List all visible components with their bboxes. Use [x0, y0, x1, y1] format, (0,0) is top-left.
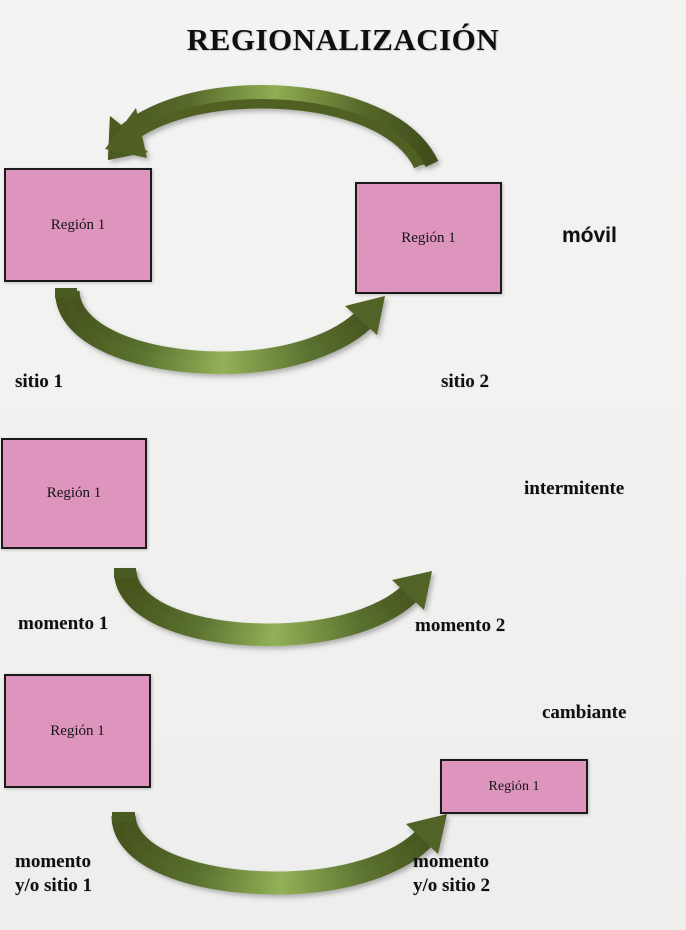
region-box-label: Región 1 [50, 722, 105, 739]
region-box-label: Región 1 [46, 485, 102, 501]
region-box-label: Región 1 [50, 216, 106, 233]
type-label-intermitente: intermitente [524, 478, 625, 499]
type-label-cambiante: cambiante [542, 702, 627, 723]
endpoint-label-momento-2: momento 2 [415, 615, 506, 636]
endpoint-label-momento-sitio-2: momento y/o sitio 2 [413, 851, 491, 897]
type-label-movil: móvil [562, 224, 617, 247]
region-box-label: Región 1 [401, 229, 456, 246]
endpoint-label-sitio-2: sitio 2 [441, 371, 490, 392]
arrow-cambiante [111, 812, 447, 895]
page-title: REGIONALIZACIÓN [186, 22, 500, 57]
endpoint-label-momento-1: momento 1 [18, 613, 109, 634]
endpoint-label-momento-sitio-1: momento y/o sitio 1 [15, 851, 93, 897]
region-box-movil-sitio2[interactable]: Región 1 [355, 182, 502, 294]
endpoint-label-sitio-1: sitio 1 [15, 371, 64, 392]
region-box-intermitente-momento1[interactable]: Región 1 [1, 438, 147, 549]
region-box-movil-sitio1[interactable]: Región 1 [4, 168, 152, 282]
region-box-label: Región 1 [488, 778, 540, 794]
arrow-movil-top [105, 84, 439, 169]
arrow-intermitente [114, 568, 432, 647]
region-box-cambiante-momento2[interactable]: Región 1 [440, 759, 588, 814]
arrow-movil-bottom [55, 288, 385, 375]
region-box-cambiante-momento1[interactable]: Región 1 [4, 674, 151, 788]
